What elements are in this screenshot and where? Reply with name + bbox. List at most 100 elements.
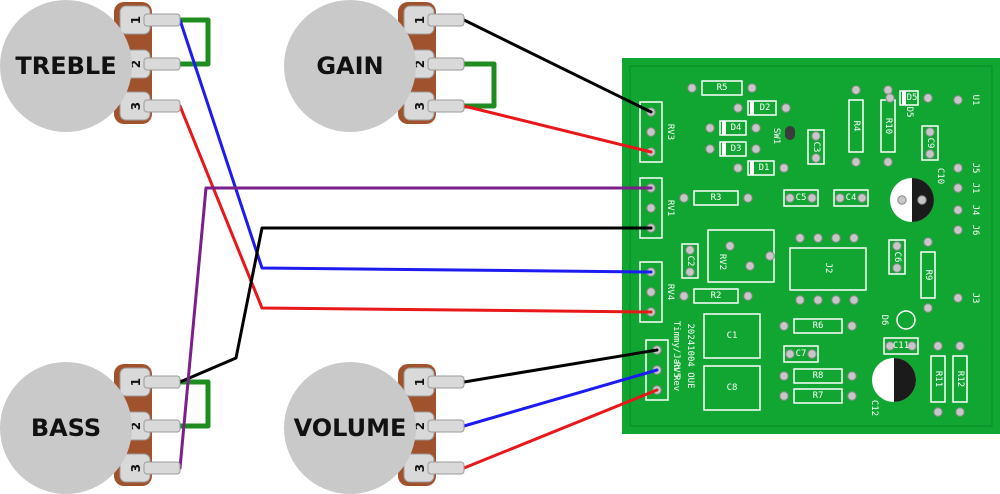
pot-volume[interactable]: 1 2 3 VOLUME — [284, 362, 465, 494]
lug-tab — [427, 13, 465, 27]
capacitor-label: C8 — [727, 383, 738, 393]
pin-number: 2 — [413, 422, 427, 430]
lug-tab — [143, 57, 181, 71]
capacitor-pad — [917, 195, 927, 205]
jack-label: J5 — [970, 163, 980, 174]
wire-gain-1 — [462, 18, 653, 114]
capacitor-outline — [681, 243, 699, 279]
resistor-outline — [930, 355, 946, 403]
diode-pad — [923, 93, 933, 103]
capacitor-label: C3 — [811, 142, 821, 153]
diode-label: D5 — [904, 107, 914, 118]
capacitor-pad — [811, 131, 821, 141]
ic-pad — [813, 295, 823, 305]
pot-knob — [284, 0, 416, 132]
pin-number: 3 — [413, 102, 427, 110]
diode-pad — [705, 123, 715, 133]
capacitor-outline — [783, 345, 819, 363]
resistor-outline — [793, 318, 843, 334]
pot-label: VOLUME — [294, 414, 407, 442]
resistor-label: R6 — [813, 321, 824, 331]
resistor-pad — [955, 407, 965, 417]
capacitor-label: C12 — [869, 400, 879, 416]
lug-tab — [143, 375, 181, 389]
wire-bass-3 — [178, 186, 653, 470]
diode-pad — [705, 144, 715, 154]
pin-number: 1 — [413, 16, 427, 24]
resistor-pad — [679, 291, 689, 301]
resistor-pad — [851, 85, 861, 95]
lug-tab — [427, 375, 465, 389]
switch-label: SW1 — [771, 128, 781, 144]
connector-label: RV1 — [665, 200, 675, 216]
ic-label: J2 — [823, 263, 833, 274]
capacitor-pad — [811, 153, 821, 163]
capacitor-outline — [888, 239, 906, 275]
connector-label: RV4 — [665, 284, 675, 300]
capacitor-outline — [783, 189, 819, 207]
connector-outline — [639, 261, 663, 323]
capacitor-pad — [925, 149, 935, 159]
pin-number: 3 — [129, 464, 143, 472]
capacitor-label: C1 — [727, 331, 738, 341]
diode-label: D3 — [731, 144, 742, 154]
capacitor-outline — [703, 365, 761, 411]
diode-pad — [885, 93, 895, 103]
ic-pad — [795, 233, 805, 243]
diode-pad — [751, 144, 761, 154]
wire-gain-3 — [462, 104, 653, 154]
pot-knob — [0, 0, 132, 132]
resistor-pad — [779, 391, 789, 401]
resistor-pad — [743, 193, 753, 203]
pot-lug-3: 3 — [403, 91, 465, 121]
electrolytic-cap-stripe — [894, 358, 916, 402]
diode-band — [750, 101, 754, 115]
lug-tab — [143, 461, 181, 475]
pot-lug-1: 1 — [119, 367, 181, 397]
capacitor-label: C4 — [846, 193, 857, 203]
diode-label: D1 — [759, 163, 770, 173]
lug-tab — [427, 419, 465, 433]
capacitor-pad — [857, 193, 867, 203]
resistor-pad — [851, 157, 861, 167]
resistor-outline — [793, 388, 843, 404]
pot-lug-3: 3 — [403, 453, 465, 483]
diode-label: D5 — [907, 93, 918, 103]
trimmer-pad — [765, 251, 775, 261]
lug-tab — [143, 419, 181, 433]
connector-pad — [646, 203, 656, 213]
trimmer-pad — [745, 261, 755, 271]
resistor-label: R2 — [711, 291, 722, 301]
wire-bass-1 — [178, 226, 653, 384]
pin-number: 2 — [129, 422, 143, 430]
pin-number: 1 — [413, 378, 427, 386]
jumper-bass — [173, 379, 211, 429]
jack-pad — [953, 293, 963, 303]
capacitor-outline — [833, 189, 869, 207]
connector-pad — [646, 287, 656, 297]
capacitor-pad — [807, 193, 817, 203]
pot-lug-1: 1 — [403, 367, 465, 397]
diode-band — [750, 161, 754, 175]
resistor-label: R8 — [813, 371, 824, 381]
resistor-outline — [920, 251, 936, 299]
ic-pad — [795, 295, 805, 305]
diode-pad — [733, 103, 743, 113]
diode-outline — [747, 100, 777, 116]
resistor-outline — [693, 288, 739, 304]
capacitor-label: C6 — [892, 252, 902, 263]
resistor-label: R4 — [851, 121, 861, 132]
credit-line: 20241004 OUE — [685, 323, 695, 388]
connector-label: RV5 — [671, 362, 681, 378]
diode-pad — [781, 103, 791, 113]
diode-label: D6 — [879, 315, 889, 326]
ic-outline — [789, 247, 867, 291]
pin-number: 1 — [129, 378, 143, 386]
capacitor-pad — [925, 127, 935, 137]
wire-treble-1 — [178, 18, 653, 274]
